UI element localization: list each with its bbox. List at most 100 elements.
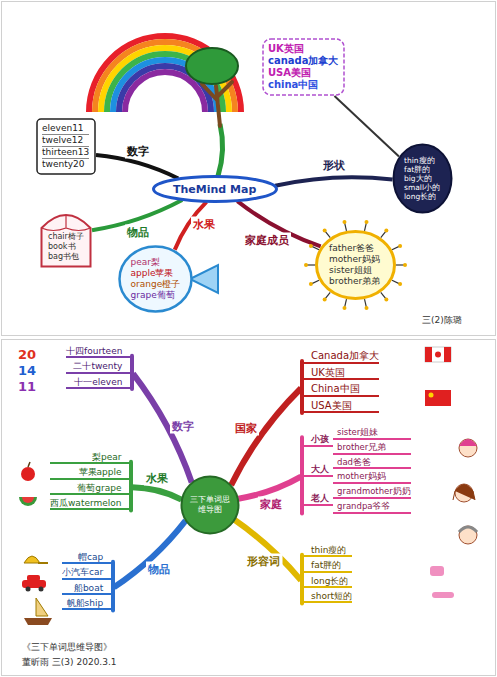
node-text: big大的: [404, 174, 440, 183]
photo-frame: [2, 2, 496, 336]
node-content: chair椅子book书bag书包: [48, 232, 84, 262]
note-label: 三(2)陈璐: [422, 314, 462, 327]
mindmap-node: pear梨apple苹果orange橙子grape葡萄: [118, 245, 219, 313]
mindmap-node: thin瘦的fat胖的long长的short短的: [300, 545, 353, 607]
photo-frame: [2, 340, 496, 676]
node-content: 三下单词思维导图: [190, 495, 230, 515]
node-text: thirteen13: [42, 147, 89, 159]
node-text: UK英国: [268, 43, 338, 55]
node-text: canada加拿大: [268, 55, 338, 67]
node-text: eleven11: [42, 123, 89, 135]
sun-dot: [342, 306, 346, 310]
node-text: 船boat: [62, 583, 111, 595]
node-text: sister姐妹: [333, 428, 411, 440]
outline: [120, 247, 192, 312]
sun-dot: [364, 306, 368, 310]
node-content: Canada加拿大UK英国China中国USA美国: [303, 350, 379, 416]
tree: [186, 48, 238, 176]
node-content: thin瘦的fat胖的big大的small小的long长的: [404, 156, 440, 201]
sun-dot: [384, 297, 388, 301]
outline: [316, 232, 394, 299]
branch-label: 数字: [125, 143, 151, 158]
node-text: china中国: [268, 79, 338, 91]
node-text: twenty20: [42, 159, 89, 170]
node-text: bag书包: [48, 252, 84, 262]
branch-label: 形容词: [245, 554, 282, 569]
node-text: 大人: [303, 465, 333, 477]
node-text: thin瘦的: [303, 545, 352, 557]
fork-bar: [129, 462, 133, 511]
fish-tail: [190, 265, 218, 293]
branch-label: 家庭: [258, 496, 284, 511]
node-text: chair椅子: [48, 232, 84, 242]
node-text: 老人: [303, 494, 333, 506]
node-text: 葡萄grape: [50, 483, 130, 495]
node-text: small小的: [404, 183, 440, 192]
branch-label: 形状: [321, 157, 347, 172]
branch-line: [334, 96, 399, 156]
mindmap-node: thin瘦的fat胖的big大的small小的long长的: [392, 143, 453, 214]
node-text: long长的: [404, 192, 440, 201]
node-text: brother弟弟: [329, 276, 380, 287]
umbrella-rib: [42, 215, 91, 231]
node-text: grandmother奶奶: [333, 487, 411, 499]
caption: 《三下单词思维导图》: [22, 641, 112, 654]
branch-line: [96, 155, 178, 178]
outline: [42, 215, 91, 267]
branch-label: 物品: [146, 561, 172, 576]
node-text: grape葡萄: [131, 290, 181, 301]
node-text: long长的: [303, 576, 352, 588]
sun-dot: [364, 220, 368, 224]
sun-dot: [398, 282, 402, 286]
node-text: TheMind Map: [173, 183, 256, 196]
number-label: 11: [18, 379, 36, 394]
node-text: UK英国: [303, 367, 379, 381]
node-text: 三下单词思维导图: [190, 495, 230, 515]
node-text: thin瘦的: [404, 156, 440, 165]
mindmap-node: TheMind Map: [152, 175, 278, 203]
outline: [393, 144, 451, 212]
branch-label: 水果: [144, 470, 170, 485]
mindmap-node: 三下单词思维导图: [180, 475, 240, 535]
outline: [263, 39, 344, 95]
family-faces: [453, 439, 477, 544]
flag-icons: [425, 347, 451, 406]
node-content: father爸爸mother妈妈sister姐姐brother弟弟: [329, 243, 380, 287]
outline: [182, 477, 239, 534]
note-label: 董昕雨 三(3) 2020.3.1: [22, 656, 117, 669]
node-content: 帽cap小汽车car船boat帆船ship: [62, 552, 111, 613]
sun-dot: [398, 244, 402, 248]
node-content: 十四fourteen二十twenty十一eleven: [66, 346, 130, 392]
branch-line: [132, 487, 181, 499]
mindmap-node: 十四fourteen二十twenty十一eleven: [66, 346, 134, 393]
branch-label: 家庭成员: [243, 233, 291, 248]
node-text: father爸爸: [329, 243, 380, 254]
fork-bar: [300, 555, 304, 604]
node-content: 小孩sister姐妹brother兄弟大人dad爸爸mother妈妈老人gran…: [303, 428, 411, 517]
sun-dot: [342, 220, 346, 224]
mindmap-node: father爸爸mother妈妈sister姐姐brother弟弟: [301, 216, 410, 314]
node-text: pear梨: [131, 257, 181, 268]
node-content: thin瘦的fat胖的long长的short短的: [303, 545, 352, 606]
node-text: 小孩: [303, 435, 333, 447]
mindmap-node: 小孩sister姐妹brother兄弟大人dad爸爸mother妈妈老人gran…: [300, 428, 411, 517]
node-text: apple苹果: [131, 268, 181, 279]
node-text: dad爸爸: [333, 458, 411, 470]
node-text: short短的: [303, 591, 352, 603]
node-text: 小汽车car: [62, 567, 111, 579]
sun-dot: [403, 263, 407, 267]
number-label: 14: [18, 363, 36, 378]
mindmap-node: 梨pear苹果apple葡萄grape西瓜watermelon: [50, 452, 133, 514]
node-text: 十四fourteen: [66, 346, 130, 358]
sun-dot: [308, 282, 312, 286]
branch-label: 数字: [170, 418, 196, 433]
sun-dot: [304, 263, 308, 267]
sun-dot: [384, 229, 388, 233]
node-text: 苹果apple: [50, 467, 130, 479]
fork-bar: [111, 562, 115, 611]
mindmap-node: chair椅子book书bag书包: [40, 210, 92, 268]
node-text: 西瓜watermelon: [50, 498, 130, 510]
node-text: orange橙子: [131, 279, 181, 290]
node-text: book书: [48, 242, 84, 252]
